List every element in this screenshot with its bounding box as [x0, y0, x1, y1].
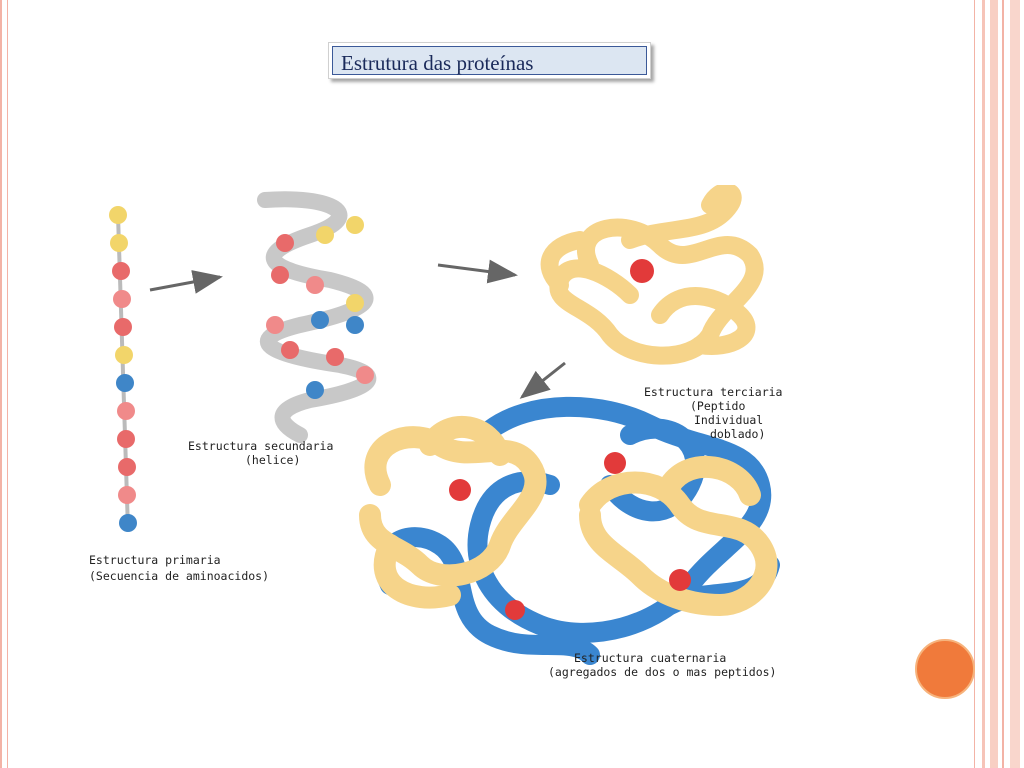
tertiary-structure	[540, 182, 764, 365]
label-tertiary-line4: doblado)	[710, 427, 766, 441]
label-secondary-subtitle: (helice)	[245, 453, 301, 467]
slide-frame-right	[974, 0, 1024, 768]
protein-structure-diagram: Estructura primaria (Secuencia de aminoa…	[70, 182, 840, 685]
arrow-tertiary-to-quaternary	[519, 361, 566, 399]
arrow-secondary-to-tertiary	[437, 259, 518, 284]
slide-title: Estrutura das proteínas	[341, 51, 534, 75]
label-quaternary-subtitle: (agregados de dos o mas peptidos)	[548, 665, 777, 679]
slide-frame-left	[0, 0, 8, 768]
slide-title-box: Estrutura das proteínas	[328, 42, 651, 79]
quaternary-structure	[359, 396, 780, 665]
arrow-primary-to-secondary	[149, 270, 223, 294]
decorative-orange-circle	[915, 639, 975, 699]
protein-structure-illustration	[109, 182, 780, 665]
label-quaternary-title: Estructura cuaternaria	[574, 651, 727, 665]
label-secondary-title: Estructura secundaria	[188, 439, 334, 453]
label-tertiary-line2: (Peptido	[690, 399, 746, 413]
label-primary-title: Estructura primaria	[89, 553, 221, 567]
primary-structure-chain	[109, 206, 137, 532]
secondary-structure-helix	[257, 191, 377, 443]
label-tertiary-line3: Individual	[694, 413, 764, 427]
label-tertiary-title: Estructura terciaria	[644, 385, 783, 399]
label-primary-subtitle: (Secuencia de aminoacidos)	[89, 569, 270, 583]
slide-title-frame: Estrutura das proteínas	[332, 46, 647, 75]
